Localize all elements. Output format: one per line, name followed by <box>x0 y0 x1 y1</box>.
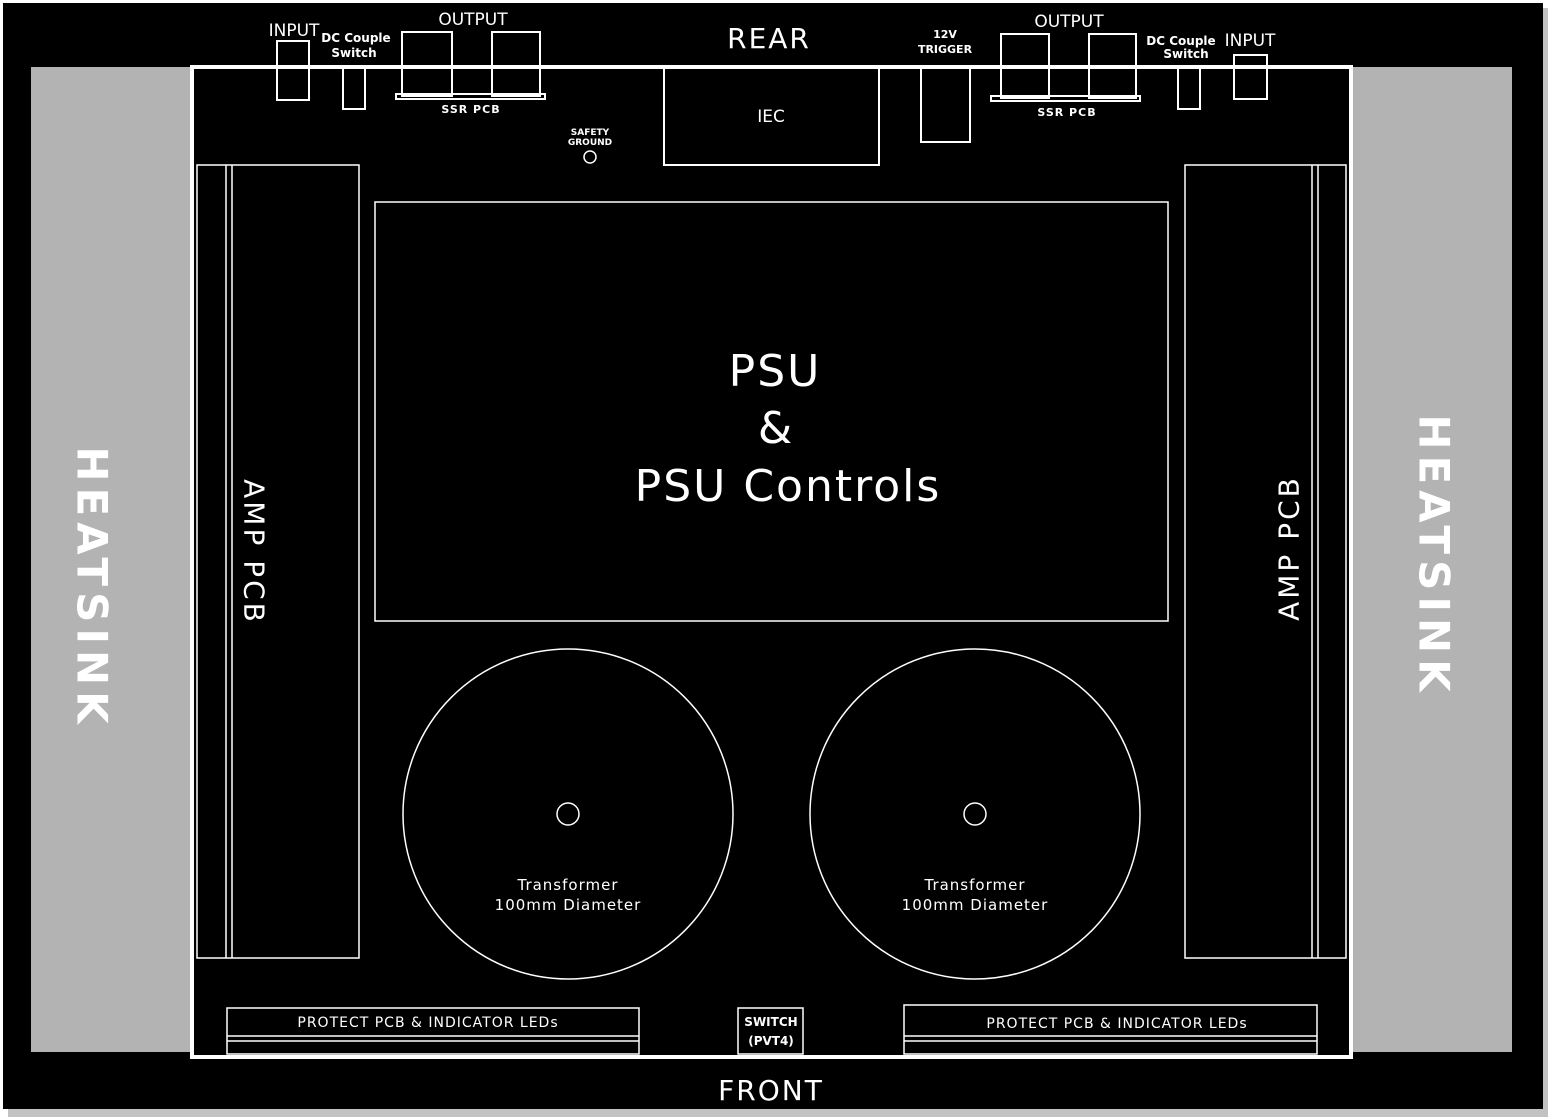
transformer-left-center-hole <box>556 802 580 826</box>
front-switch <box>737 1007 804 1055</box>
trigger-label: TRIGGER <box>918 43 973 56</box>
protect-pcb-left-label: PROTECT PCB & INDICATOR LEDs <box>297 1015 558 1031</box>
amp-pcb-left <box>196 164 360 959</box>
output-jack-right-2 <box>1088 33 1137 99</box>
output-jack-left-1 <box>401 31 453 97</box>
transformer-right-size: 100mm Diameter <box>902 896 1049 914</box>
dc-switch-label-left: Switch <box>331 46 376 60</box>
heatsink-right: HEATSINK <box>1353 67 1512 1052</box>
heatsink-left-label: HEATSINK <box>68 446 117 729</box>
front-label: FRONT <box>718 1074 824 1107</box>
input-label-right: INPUT <box>1225 31 1276 51</box>
drawing-background <box>3 3 1543 1109</box>
dc-couple-label-right: DC Couple <box>1146 34 1215 48</box>
trigger-jack <box>920 66 971 143</box>
protect-pcb-left <box>226 1007 640 1055</box>
dc-switch-label-right: Switch <box>1163 47 1208 61</box>
output-label-right: OUTPUT <box>1034 12 1104 32</box>
ssr-pcb-right <box>990 95 1141 102</box>
output-jack-right-1 <box>1000 33 1050 99</box>
trigger-12v-label: 12V <box>933 28 957 41</box>
heatsink-right-label: HEATSINK <box>1410 414 1459 697</box>
amp-pcb-right <box>1184 164 1347 959</box>
transformer-left-size: 100mm Diameter <box>495 896 642 914</box>
front-switch-label: SWITCH <box>744 1015 797 1029</box>
front-switch-model: (PVT4) <box>748 1034 794 1048</box>
safety-label: SAFETY <box>571 128 610 138</box>
ssr-pcb-label-right: SSR PCB <box>1037 106 1096 119</box>
amp-pcb-right-label: AMP PCB <box>1273 475 1306 621</box>
iec-inlet <box>663 66 880 166</box>
psu-label: PSU <box>729 346 822 397</box>
output-jack-left-2 <box>491 31 541 97</box>
transformer-left-label: Transformer <box>516 876 618 894</box>
protect-pcb-right-label: PROTECT PCB & INDICATOR LEDs <box>986 1016 1247 1032</box>
safety-ground-terminal <box>583 150 597 164</box>
input-jack-left <box>276 40 310 101</box>
rear-label: REAR <box>727 22 811 55</box>
transformer-left: Transformer 100mm Diameter <box>402 648 734 980</box>
dc-couple-switch-left <box>342 66 366 110</box>
transformer-right-label: Transformer <box>923 876 1025 894</box>
amp-pcb-left-label: AMP PCB <box>238 479 271 625</box>
input-label-left: INPUT <box>269 21 320 41</box>
input-jack-right <box>1233 54 1268 100</box>
psu-ampersand: & <box>758 403 792 454</box>
heatsink-left: HEATSINK <box>31 67 191 1052</box>
psu-controls-label: PSU Controls <box>635 461 942 512</box>
transformer-right-center-hole <box>963 802 987 826</box>
dc-couple-label-left: DC Couple <box>321 31 390 45</box>
transformer-right: Transformer 100mm Diameter <box>809 648 1141 980</box>
rear-connectors-left <box>276 31 546 110</box>
output-label-left: OUTPUT <box>438 10 508 30</box>
iec-label: IEC <box>757 107 785 127</box>
ground-label: GROUND <box>568 138 612 148</box>
ssr-pcb-left <box>395 93 546 100</box>
protect-pcb-right <box>903 1004 1318 1055</box>
rear-connectors-right <box>990 33 1268 110</box>
ssr-pcb-label-left: SSR PCB <box>441 103 500 116</box>
psu-board <box>374 201 1169 622</box>
dc-couple-switch-right <box>1177 66 1201 110</box>
